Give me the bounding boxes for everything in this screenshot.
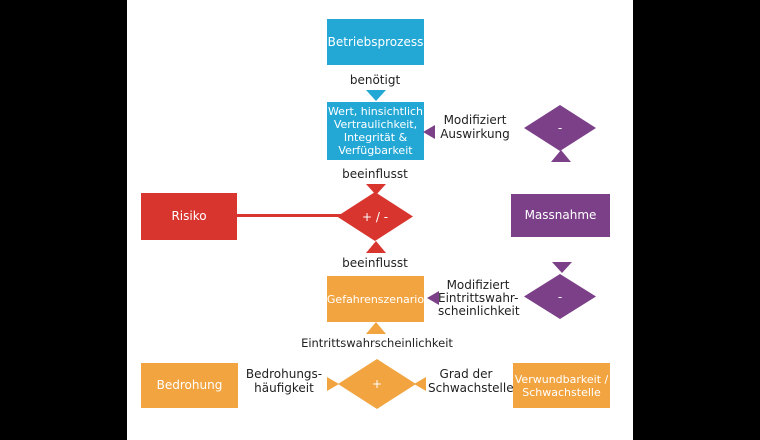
modifiziert-auswirkung-label: Modifiziert Auswirkung — [438, 113, 512, 141]
modifiziert-auswirkung-line: Auswirkung — [440, 127, 510, 141]
risiko-node: Risiko — [141, 193, 237, 240]
gefahrenszenario-label: Gefahrenszenario — [326, 292, 425, 306]
likelihood-modifier-operator: - — [557, 289, 563, 304]
arrow-down-icon — [552, 262, 572, 273]
bedrohungshaeufigkeit-line: Bedrohungs- — [245, 367, 323, 381]
modifiziert-eintritt-line: Modifiziert — [446, 278, 510, 292]
arrow-right-icon — [327, 377, 339, 391]
impact-modifier-diamond: - — [524, 105, 596, 151]
gefahrenszenario-node: Gefahrenszenario — [327, 276, 424, 322]
massnahme-node: Massnahme — [511, 194, 610, 237]
grad-der-schwachstelle-line: Grad der — [439, 367, 493, 381]
verwundbarkeit-line: Schwachstelle — [522, 385, 601, 399]
verwundbarkeit-line: Verwundbarkeit / — [514, 372, 609, 386]
eintrittswahrscheinlichkeit-label: Eintrittswahrscheinlichkeit — [301, 336, 453, 350]
arrow-up-icon — [366, 241, 386, 253]
wert-line: Vertraulichkeit, — [333, 118, 418, 131]
likelihood-operator: + — [371, 377, 383, 391]
likelihood-modifier-diamond: - — [524, 274, 596, 319]
beeinflusst-bottom-label: beeinflusst — [342, 256, 408, 270]
arrow-up-icon — [551, 150, 571, 162]
betriebsprozess-label: Betriebsprozess — [327, 34, 424, 49]
arrow-left-icon — [423, 125, 435, 139]
arrow-down-icon — [366, 184, 386, 195]
modifiziert-eintritt-line: Eintrittswahr- — [438, 291, 519, 305]
impact-modifier-operator: - — [557, 121, 563, 135]
grad-der-schwachstelle-line: Schwachstelle — [428, 381, 514, 395]
arrow-left-icon — [427, 291, 439, 305]
wert-line: Verfügbarkeit — [338, 144, 413, 157]
bedrohungshaeufigkeit-label: Bedrohungs- häufigkeit — [243, 367, 325, 395]
benoetigt-label: benötigt — [349, 73, 401, 87]
betriebsprozess-node: Betriebsprozess — [327, 19, 424, 65]
risiko-connector-line — [236, 214, 342, 217]
modifiziert-eintritt-label: Modifiziert Eintrittswahr- scheinlichkei… — [438, 278, 520, 318]
likelihood-operator-diamond: + — [338, 359, 416, 409]
verwundbarkeit-node: Verwundbarkeit / Schwachstelle — [513, 363, 610, 408]
letterbox-right — [633, 0, 760, 440]
wert-line: Wert, hinsichtlich — [327, 105, 424, 118]
arrow-down-icon — [366, 90, 386, 101]
wert-line: Integrität & — [343, 131, 408, 144]
arrow-up-icon — [366, 322, 386, 334]
arrow-left-icon — [414, 377, 426, 391]
risiko-label: Risiko — [171, 209, 207, 223]
risk-operator: + / - — [361, 209, 389, 224]
wert-node: Wert, hinsichtlich Vertraulichkeit, Inte… — [327, 102, 424, 160]
bedrohung-node: Bedrohung — [141, 363, 238, 408]
letterbox-left — [0, 0, 127, 440]
grad-der-schwachstelle-label: Grad der Schwachstelle — [428, 367, 514, 395]
bedrohung-label: Bedrohung — [156, 378, 223, 392]
risk-operator-diamond: + / - — [337, 192, 413, 241]
massnahme-label: Massnahme — [524, 208, 597, 222]
modifiziert-auswirkung-line: Modifiziert — [443, 113, 507, 127]
beeinflusst-top-label: beeinflusst — [342, 167, 408, 181]
bedrohungshaeufigkeit-line: häufigkeit — [254, 381, 314, 395]
modifiziert-eintritt-line: scheinlichkeit — [438, 304, 520, 318]
